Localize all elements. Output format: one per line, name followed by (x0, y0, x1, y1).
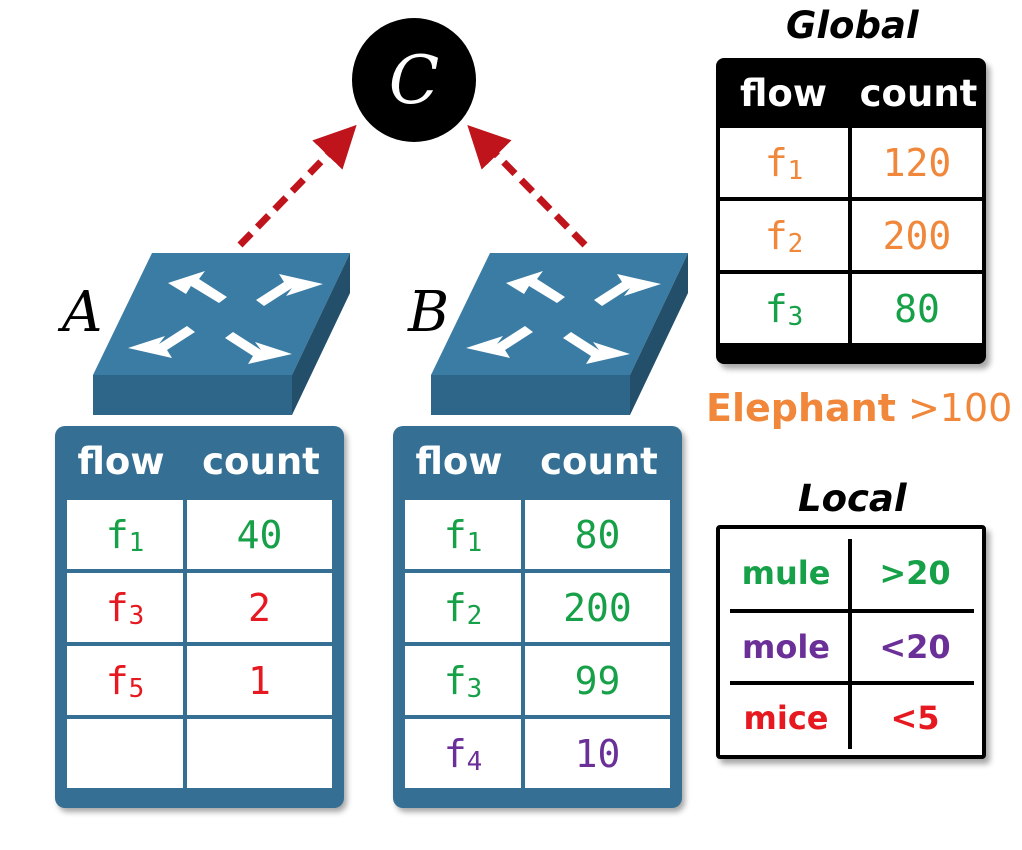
controller-label: C (388, 41, 440, 119)
count-cell: 10 (525, 719, 670, 788)
class-name: mice (743, 699, 829, 737)
table-header: flow count (716, 58, 986, 128)
switch-b-label: B (408, 280, 450, 345)
row-divider (730, 609, 974, 613)
count-cell: 120 (852, 128, 982, 197)
elephant-threshold: Elephant >100 (706, 386, 1012, 430)
count-cell: 200 (525, 573, 670, 642)
local-title: Local (798, 477, 907, 520)
count-cell (187, 719, 332, 788)
global-title: Global (786, 4, 919, 47)
table-header: flow count (393, 426, 682, 496)
header-flow: flow (415, 439, 503, 483)
class-threshold: <5 (890, 699, 940, 737)
report-arrow-b (467, 125, 588, 248)
local-table: mule >20 mole <20 mice <5 (716, 525, 986, 759)
class-name: mule (741, 554, 831, 592)
class-threshold: <20 (879, 628, 951, 666)
header-count: count (859, 71, 978, 115)
header-count: count (540, 439, 658, 483)
header-flow: flow (77, 439, 165, 483)
header-count: count (202, 439, 320, 483)
switch-b-icon (431, 253, 688, 415)
class-threshold: >20 (879, 554, 951, 592)
elephant-value: >100 (907, 386, 1013, 430)
count-cell: 80 (852, 274, 982, 343)
flow-cell (67, 719, 183, 788)
elephant-label: Elephant (706, 386, 896, 430)
switch-a-label: A (62, 280, 103, 345)
count-cell: 99 (525, 646, 670, 715)
column-divider (848, 539, 852, 749)
count-cell: 80 (525, 500, 670, 569)
controller-node: C (352, 18, 476, 142)
report-arrow-a (237, 124, 357, 248)
count-cell: 1 (187, 646, 332, 715)
switch-a-icon (93, 253, 350, 415)
count-cell: 200 (852, 201, 982, 270)
header-flow: flow (739, 71, 828, 115)
count-cell: 40 (187, 500, 332, 569)
table-header: flow count (55, 426, 344, 496)
row-divider (730, 681, 974, 685)
class-name: mole (742, 628, 830, 666)
count-cell: 2 (187, 573, 332, 642)
